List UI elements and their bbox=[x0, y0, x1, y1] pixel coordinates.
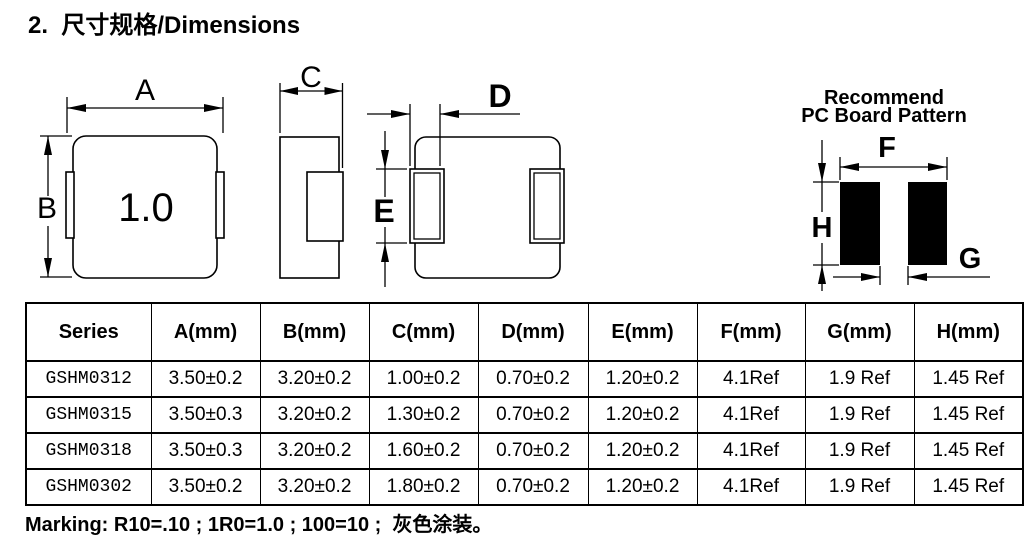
dim-label-c: C bbox=[300, 61, 322, 94]
value-cell: 3.50±0.3 bbox=[150, 396, 261, 434]
dim-C: C bbox=[279, 61, 344, 168]
dim-label-a: A bbox=[135, 74, 155, 107]
series-cell: GSHM0315 bbox=[25, 396, 152, 434]
value-cell: 3.50±0.3 bbox=[150, 432, 261, 470]
side-view bbox=[279, 136, 344, 279]
value-cell: 4.1Ref bbox=[696, 468, 806, 506]
column-header: F(mm) bbox=[696, 302, 806, 362]
column-header: D(mm) bbox=[477, 302, 589, 362]
value-cell: 4.1Ref bbox=[696, 396, 806, 434]
value-cell: 1.45 Ref bbox=[913, 396, 1024, 434]
value-cell: 1.45 Ref bbox=[913, 360, 1024, 398]
series-cell: GSHM0302 bbox=[25, 468, 152, 506]
pcb-pattern: Recommend PC Board Pattern bbox=[801, 87, 967, 265]
value-cell: 1.45 Ref bbox=[913, 468, 1024, 506]
pcb-pad-right bbox=[908, 182, 947, 265]
dim-label-d: D bbox=[488, 78, 511, 114]
top-view: 1.0 bbox=[65, 135, 225, 279]
pcb-pad-left bbox=[840, 182, 880, 265]
section-title: 2. 尺寸规格/Dimensions bbox=[28, 12, 301, 39]
series-cell: GSHM0318 bbox=[25, 432, 152, 470]
value-cell: 1.9 Ref bbox=[804, 396, 915, 434]
value-cell: 1.9 Ref bbox=[804, 468, 915, 506]
dim-E: E bbox=[373, 131, 407, 287]
value-cell: 1.9 Ref bbox=[804, 360, 915, 398]
series-cell: GSHM0312 bbox=[25, 360, 152, 398]
value-cell: 3.20±0.2 bbox=[259, 396, 370, 434]
value-cell: 0.70±0.2 bbox=[477, 360, 589, 398]
column-header: B(mm) bbox=[259, 302, 370, 362]
value-cell: 1.20±0.2 bbox=[587, 468, 698, 506]
value-cell: 1.30±0.2 bbox=[368, 396, 479, 434]
value-cell: 1.20±0.2 bbox=[587, 432, 698, 470]
column-header: Series bbox=[25, 302, 152, 362]
value-cell: 1.80±0.2 bbox=[368, 468, 479, 506]
value-cell: 3.20±0.2 bbox=[259, 468, 370, 506]
value-cell: 1.20±0.2 bbox=[587, 360, 698, 398]
dim-label-g: G bbox=[959, 243, 982, 275]
value-cell: 3.20±0.2 bbox=[259, 360, 370, 398]
value-cell: 1.60±0.2 bbox=[368, 432, 479, 470]
dim-label-e: E bbox=[373, 193, 394, 229]
dim-label-b: B bbox=[37, 192, 57, 225]
part-marking-text: 1.0 bbox=[118, 186, 174, 230]
value-cell: 0.70±0.2 bbox=[477, 432, 589, 470]
value-cell: 1.20±0.2 bbox=[587, 396, 698, 434]
value-cell: 4.1Ref bbox=[696, 432, 806, 470]
dim-G: G bbox=[833, 243, 990, 285]
dim-H: H bbox=[812, 140, 839, 291]
value-cell: 3.50±0.2 bbox=[150, 468, 261, 506]
value-cell: 3.20±0.2 bbox=[259, 432, 370, 470]
value-cell: 0.70±0.2 bbox=[477, 468, 589, 506]
value-cell: 1.00±0.2 bbox=[368, 360, 479, 398]
value-cell: 0.70±0.2 bbox=[477, 396, 589, 434]
dim-B: B bbox=[37, 135, 72, 278]
value-cell: 1.9 Ref bbox=[804, 432, 915, 470]
dim-F: F bbox=[839, 132, 948, 180]
column-header: E(mm) bbox=[587, 302, 698, 362]
pcb-pattern-title-line2: PC Board Pattern bbox=[801, 105, 967, 127]
dim-D: D bbox=[367, 78, 520, 166]
pcb-pattern-title-line1: Recommend bbox=[824, 87, 944, 109]
column-header: G(mm) bbox=[804, 302, 915, 362]
bottom-view bbox=[409, 136, 565, 279]
column-header: H(mm) bbox=[913, 302, 1024, 362]
dimension-drawings: 1.0 A B C bbox=[37, 61, 990, 291]
column-header: A(mm) bbox=[150, 302, 261, 362]
dim-label-f: F bbox=[878, 132, 896, 164]
marking-note: Marking: R10=.10 ; 1R0=1.0 ; 100=10 ; 灰色… bbox=[25, 514, 493, 536]
column-header: C(mm) bbox=[368, 302, 479, 362]
value-cell: 4.1Ref bbox=[696, 360, 806, 398]
value-cell: 1.45 Ref bbox=[913, 432, 1024, 470]
dim-label-h: H bbox=[812, 212, 833, 244]
value-cell: 3.50±0.2 bbox=[150, 360, 261, 398]
dim-A: A bbox=[66, 74, 224, 133]
